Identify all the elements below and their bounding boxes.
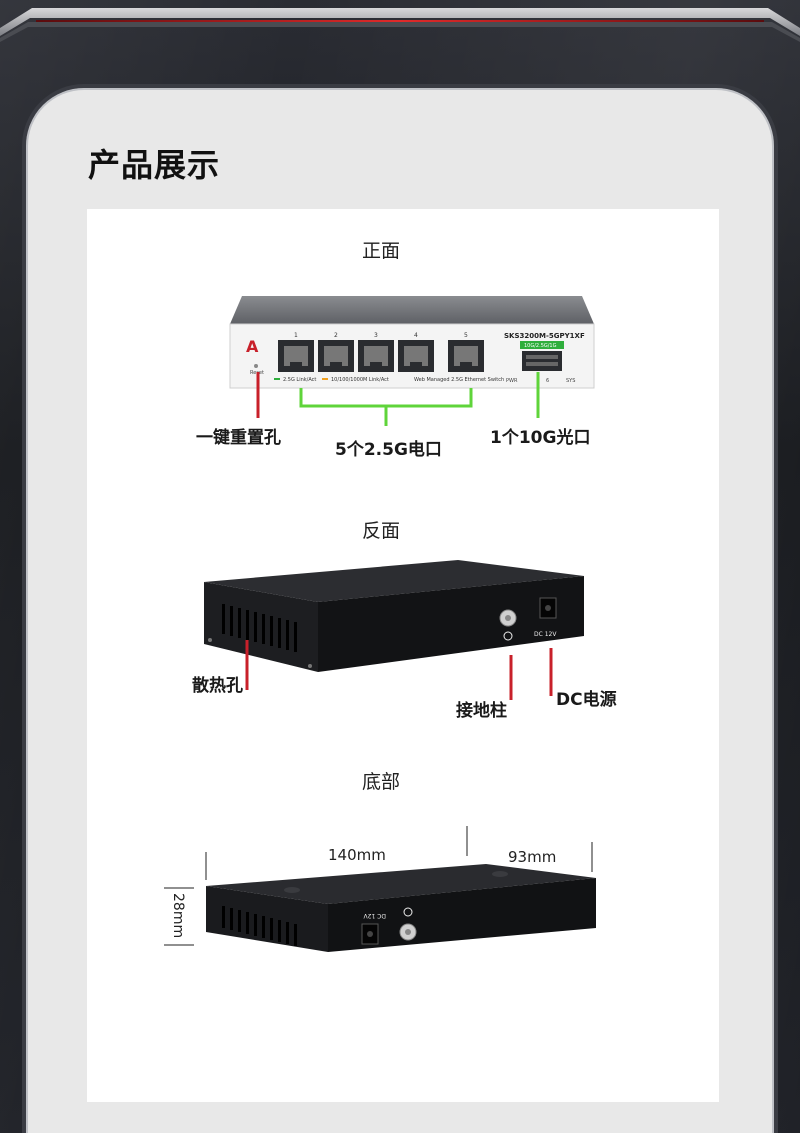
rj45-port-2 (318, 340, 354, 372)
dc-power-jack (539, 597, 557, 619)
sfp-label-bg (520, 341, 564, 349)
callout-fiber-port: 1个10G光口 (490, 428, 591, 448)
port-number-2: 2 (334, 332, 338, 339)
vent-holes (222, 604, 297, 652)
dimension-height: 28mm (170, 893, 186, 939)
back-section-title: 反面 (362, 520, 401, 542)
callout-vents: 散热孔 (192, 676, 243, 696)
back-device-image: DC 12V (204, 560, 584, 672)
sfp-label: 10G/2.5G/1G (524, 343, 557, 349)
ground-terminal (499, 609, 517, 641)
port-number-4: 4 (414, 332, 418, 339)
led-legend-green-swatch (274, 378, 280, 380)
bottom-ground-terminal (399, 907, 417, 941)
callout-ethernet-ports: 5个2.5G电口 (335, 440, 442, 460)
front-section-title: 正面 (362, 240, 401, 262)
svg-text:A: A (246, 337, 259, 356)
dimension-length: 140mm (328, 846, 386, 864)
status-label-6: 6 (546, 378, 549, 384)
callout-ground: 接地柱 (456, 701, 507, 721)
top-decorative-frame (0, 8, 800, 42)
dimension-width: 93mm (508, 848, 557, 866)
back-dc-label: DC 12V (534, 631, 557, 638)
bottom-dc-jack (361, 923, 379, 945)
rj45-port-3 (358, 340, 394, 372)
bottom-dc-label: DC 12V (363, 912, 386, 919)
bottom-vent-holes (222, 906, 297, 946)
led-legend-1: 2.5G Link/Act (283, 377, 316, 383)
led-legend-orange-swatch (322, 378, 328, 380)
page-title: 产品展示 (88, 146, 221, 184)
sfp-port (522, 351, 562, 371)
callout-reset-button: 一键重置孔 (196, 428, 281, 448)
status-label-pwr: PWR (506, 378, 518, 384)
status-label-sys: SYS (566, 378, 575, 384)
bottom-device-image: DC 12V (206, 864, 596, 952)
rj45-port-1 (278, 340, 314, 372)
port-number-1: 1 (294, 332, 298, 339)
device-model-label: SKS3200M-5GPY1XF (504, 332, 585, 340)
callout-power: DC电源 (556, 690, 617, 710)
product-type-label: Web Managed 2.5G Ethernet Switch (414, 377, 504, 383)
led-legend-2: 10/100/1000M Link/Act (331, 377, 389, 383)
rj45-port-4 (398, 340, 434, 372)
front-device-image: A Reset 1 2 3 4 5 SKS3200M-5GPY1XF 10G/2… (229, 296, 595, 389)
port-number-3: 3 (374, 332, 378, 339)
bottom-section-title: 底部 (362, 771, 401, 793)
port-number-5: 5 (464, 332, 468, 339)
rj45-port-5 (448, 340, 484, 372)
